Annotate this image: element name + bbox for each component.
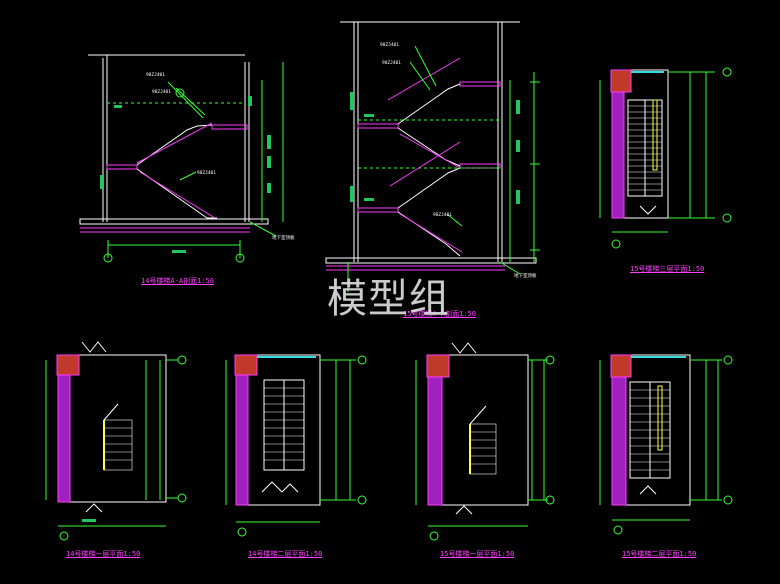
caption-plan-15-second: 15号楼梯二层平面1:50 [622,550,697,558]
section-15-ground-note: 地下室顶板 [514,272,537,279]
section-15-drawing [325,21,540,292]
section-15-ref-a: 98ZJ401 [380,42,399,48]
plan-15-second-treads [630,389,670,471]
plan-14-first-drawing [56,341,167,513]
plan-15-first-treads [470,431,496,465]
section-15-ref-b: 98ZJ401 [382,60,401,66]
plan-15-third-drawing [610,69,669,219]
section-14-ref-c: 98ZJ401 [197,170,216,176]
section-14-ground-note: 地下室顶板 [272,234,295,241]
plan-14-second-treads [264,387,304,461]
caption-plan-15-first: 15号楼梯一层平面1:50 [440,550,515,558]
plan-15-third-dims [599,67,732,249]
section-14-drawing [79,54,284,263]
section-15-ref-c: 98ZJ401 [433,212,452,218]
section-14-ref-b: 98ZJ401 [152,89,171,95]
plan-15-third-treads [628,105,662,191]
plan-14-first-treads [104,427,132,461]
caption-plan-14-first: 14号楼梯一层平面1:50 [66,550,141,558]
plan-14-second-dims [225,355,367,537]
plan-15-first-dims [415,355,555,541]
plan-14-second-drawing [234,354,321,506]
plan-14-first-dims [45,355,187,541]
caption-plan-14-second: 14号楼梯二层平面1:50 [248,550,323,558]
plan-15-second-dims [599,355,733,535]
section-14-ref-a: 98ZJ401 [146,72,165,78]
caption-plan-15-third: 15号楼梯三层平面1:50 [630,265,705,273]
watermark-text: 模型组 [327,276,450,322]
caption-section-14: 14号楼梯A-A剖面1:50 [141,277,214,285]
caption-section-15: 15号楼梯A-A剖面1:50 [403,310,476,318]
plan-15-first-drawing [426,342,529,515]
plan-15-second-drawing [610,354,691,506]
